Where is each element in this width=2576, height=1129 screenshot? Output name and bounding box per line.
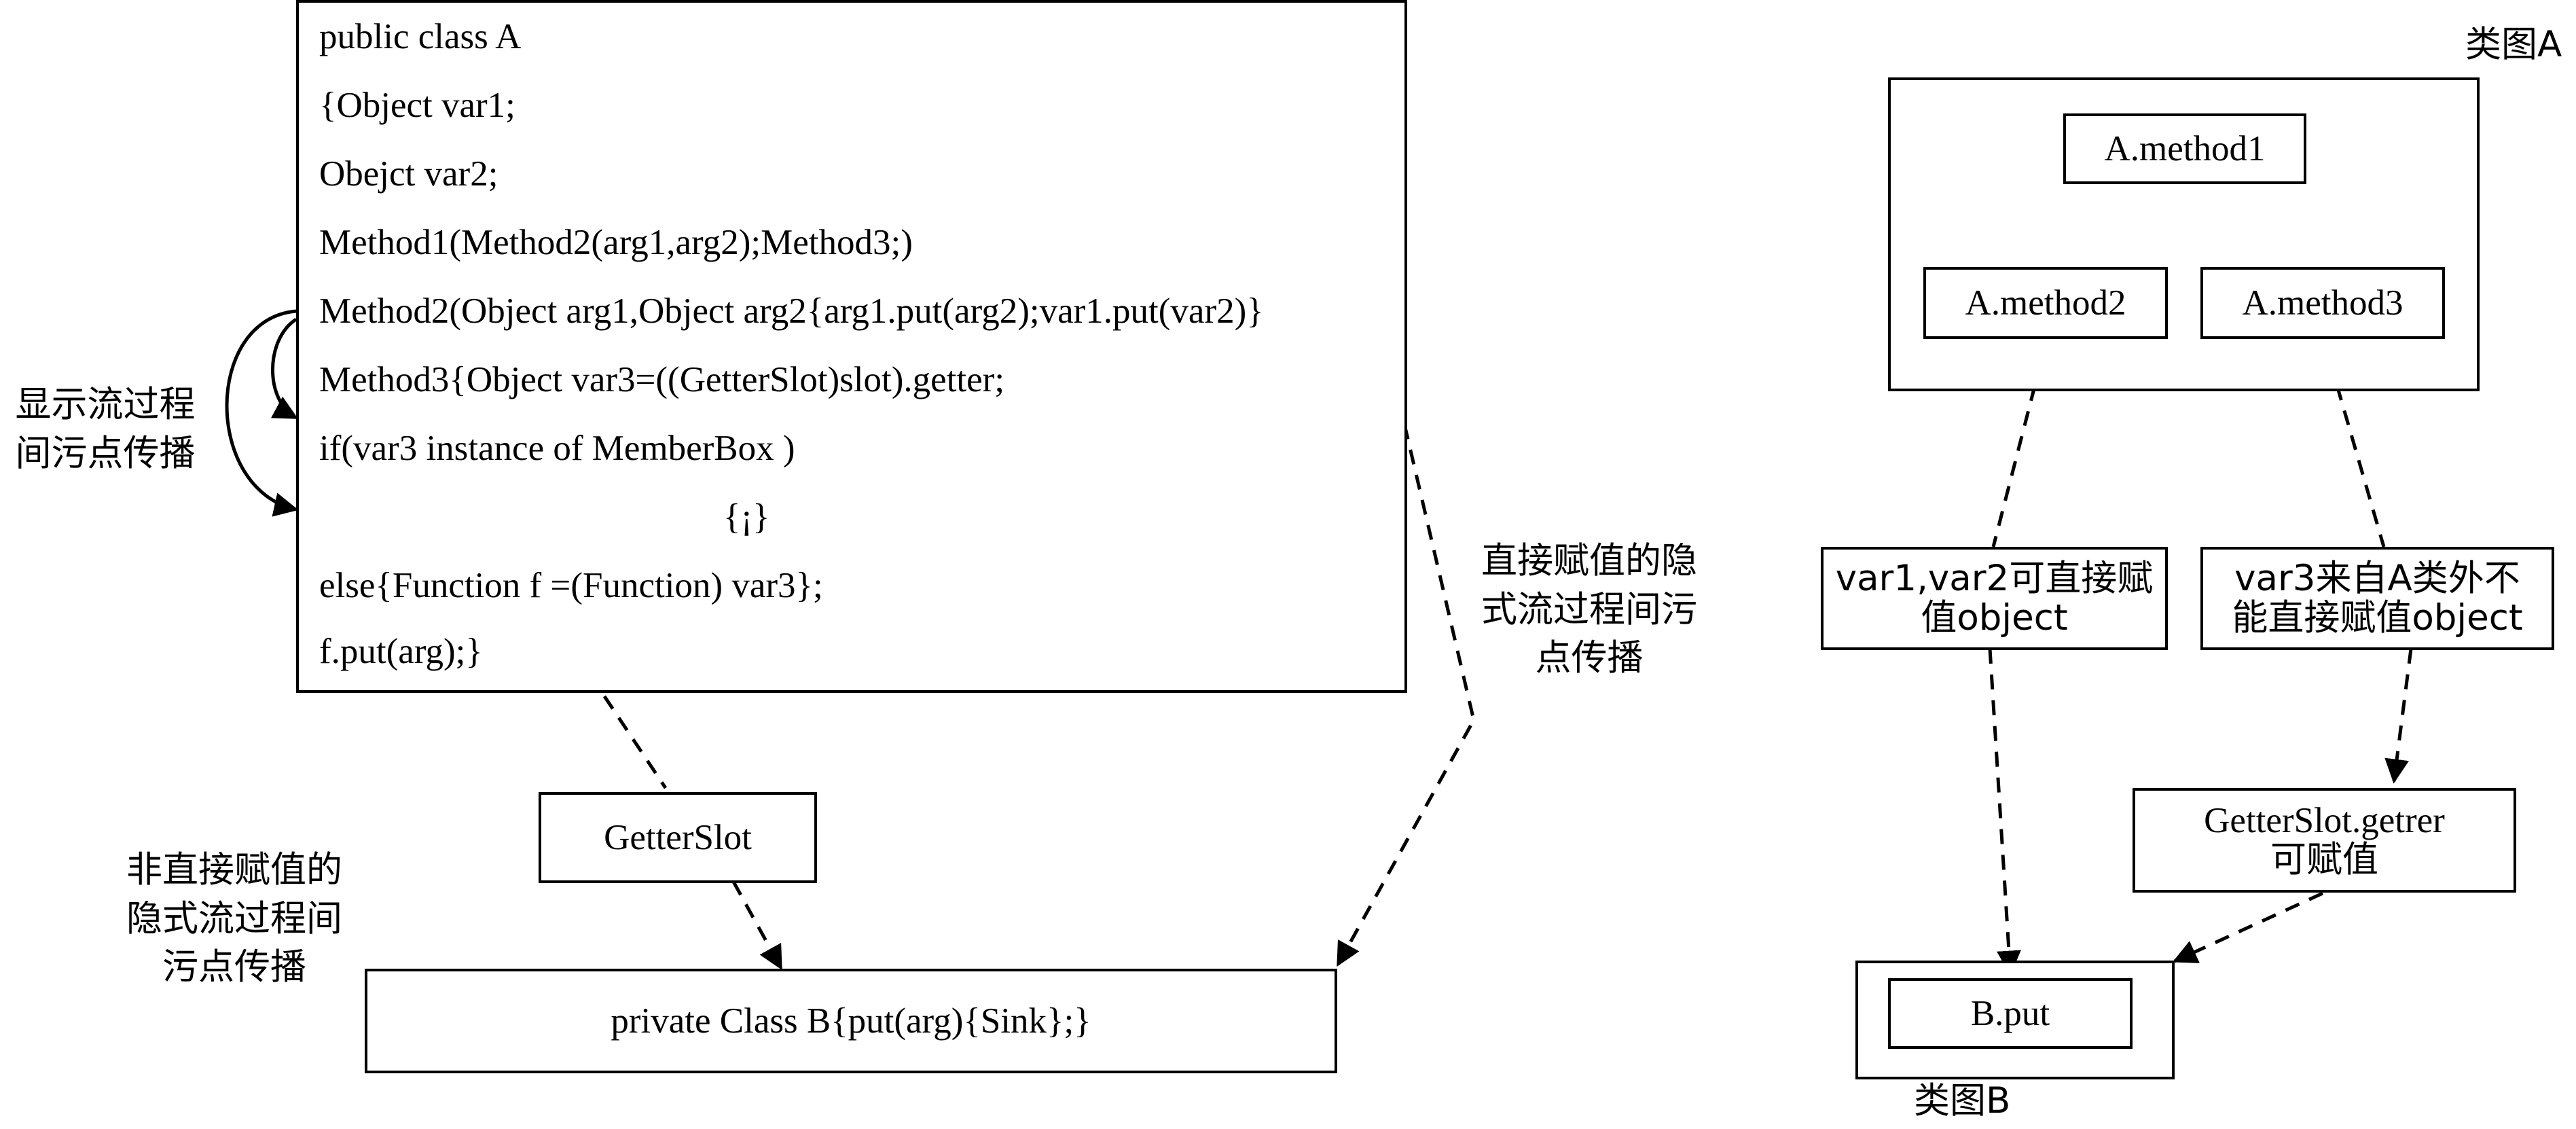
code-line: {Object var1; [319,86,515,125]
var3-node: var3来自A类外不 能直接赋值object [2200,547,2554,650]
method3-node: A.method3 [2200,267,2445,339]
explicit-flow-curve-outer [225,309,299,517]
code-line: Method1(Method2(arg1,arg2);Method3;) [319,223,913,262]
class-diagram-b-label: 类图B [1914,1080,2011,1122]
var12-to-bput-arrow [1988,648,2021,975]
code-line: Method3{Object var3=((GetterSlot)slot).g… [319,360,1005,399]
class-a-code-block: public class A {Object var1; Obejct var2… [296,0,1407,693]
bput-node: B.put [1888,978,2133,1049]
getter-to-bput-arrow [2172,891,2324,963]
code-to-getterslot-dash [602,695,668,789]
code-line: else{Function f =(Function) var3}; [319,566,823,605]
method2-node: A.method2 [1923,267,2168,339]
method1-node: A.method1 [2063,113,2306,184]
var12-node: var1,var2可直接赋 值object [1821,547,2168,650]
code-line: Obejct var2; [319,154,498,194]
code-line: if(var3 instance of MemberBox ) [319,429,795,468]
code-line: Method2(Object arg1,Object arg2{arg1.put… [319,291,1264,331]
code-line: public class A [319,17,522,56]
class-b-box: private Class B{put(arg){Sink};} [365,969,1337,1073]
explicit-flow-curve-inner [270,317,299,420]
code-line: {¡} [723,497,770,537]
direct-implicit-flow-label: 直接赋值的隐 式流过程间污 点传播 [1481,540,1697,679]
getterslot-to-classb-arrow [731,880,783,971]
explicit-flow-label: 显示流过程 间污点传播 [15,384,196,474]
indirect-implicit-flow-label: 非直接赋值的 隐式流过程间 污点传播 [126,849,342,988]
class-diagram-a-label: 类图A [2465,24,2562,65]
class-a-container [1888,77,2480,391]
code-line: f.put(arg);} [319,632,483,671]
getterslot-getter-node: GetterSlot.getrer 可赋值 [2133,788,2516,893]
var3-to-getter-arrow [2384,648,2413,784]
getterslot-box: GetterSlot [539,792,817,883]
